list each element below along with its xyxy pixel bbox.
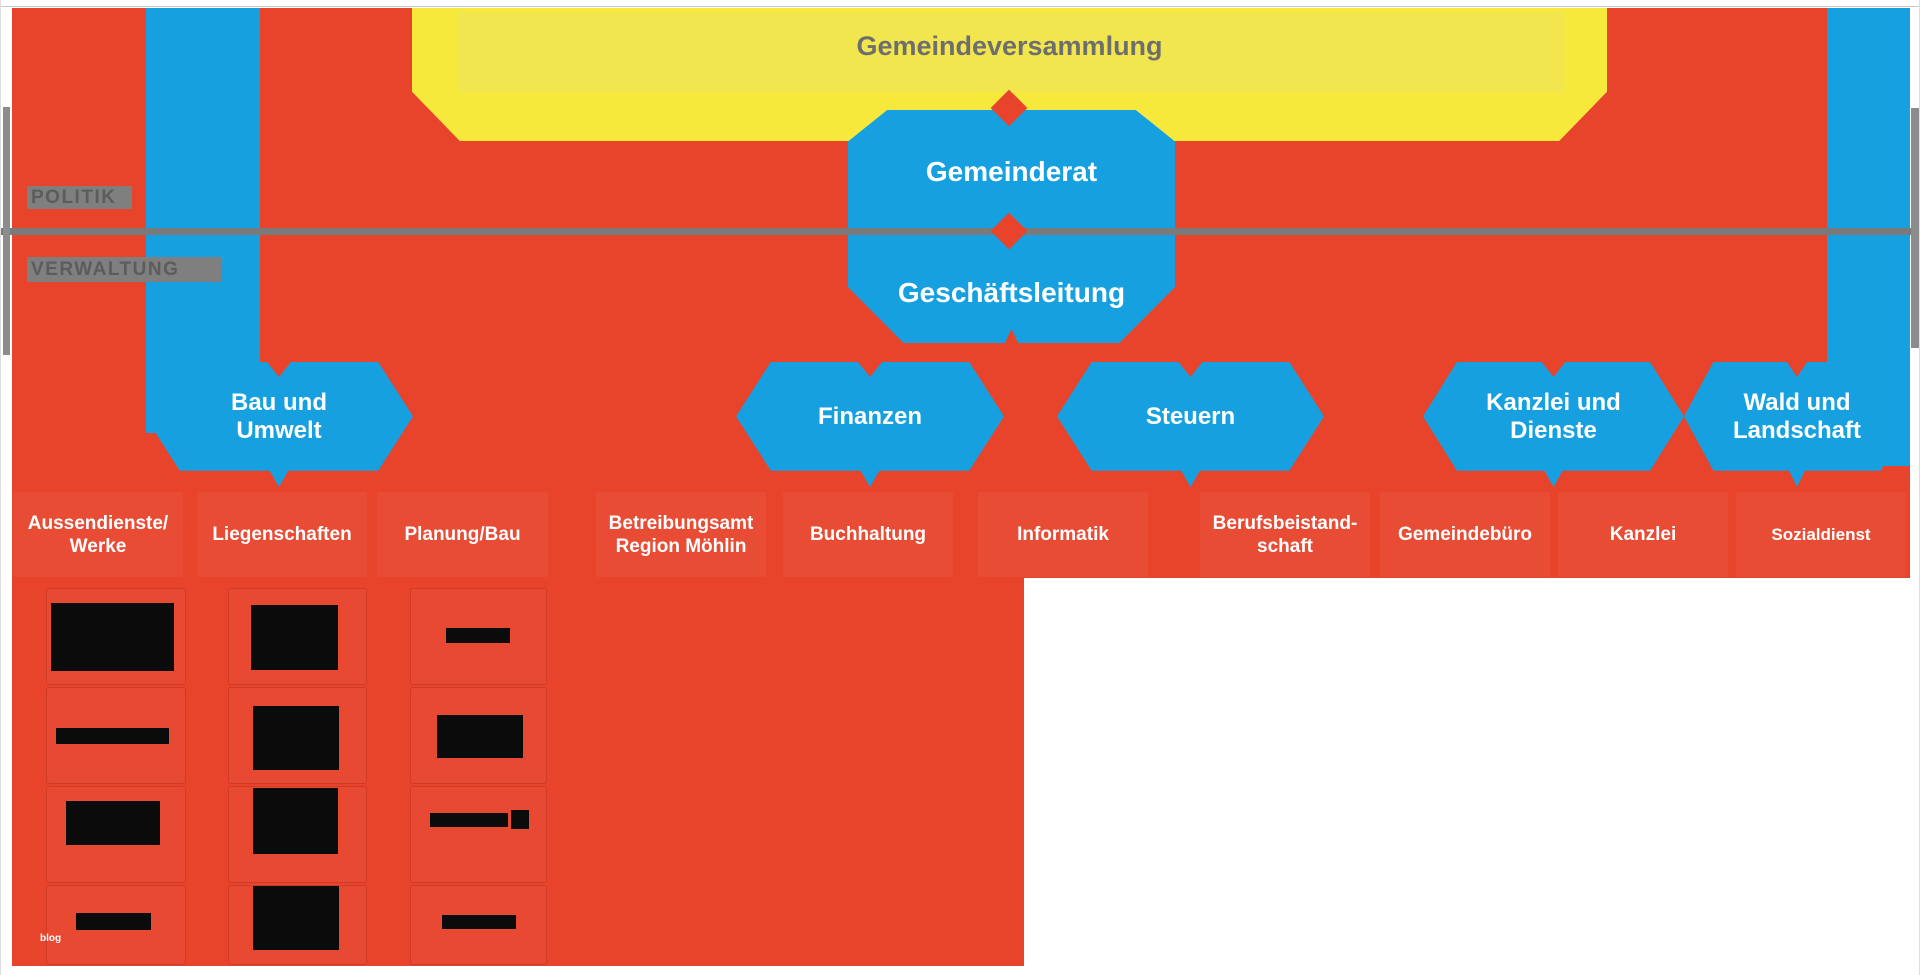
department-label-line: Finanzen [817, 402, 922, 430]
org-card-cell [228, 786, 367, 883]
redacted-entry [253, 886, 339, 950]
org-card-cell [46, 786, 186, 883]
department-label-line: Bau und [231, 388, 327, 416]
unit-label-line: Region Möhlin [615, 535, 747, 557]
org-card-cell [46, 588, 186, 685]
unit-label-line: Werke [69, 535, 127, 557]
zone-divider-line [0, 228, 1920, 235]
frame-left-line [0, 0, 1, 975]
unit-cell-sozialdienst[interactable]: Sozialdienst [1736, 492, 1906, 577]
org-card-cell [410, 687, 547, 784]
redacted-entry [253, 706, 339, 770]
org-card-cell [228, 885, 367, 965]
unit-cell-liegenschaften[interactable]: Liegenschaften [197, 492, 367, 577]
watermark-text: blog [40, 933, 62, 944]
department-label-line: Wald und [1743, 388, 1851, 416]
unit-cell-gemeindebuero[interactable]: Gemeindebüro [1380, 492, 1550, 577]
unit-label-line: Kanzlei [1609, 524, 1677, 545]
department-label-line: Umwelt [236, 416, 322, 444]
department-label-line: Landschaft [1732, 416, 1861, 444]
department-badge-kanzlei-und-dienste[interactable]: Kanzlei und Dienste [1423, 362, 1684, 487]
department-label-line: Dienste [1510, 416, 1597, 444]
department-badge-steuern[interactable]: Steuern [1057, 362, 1324, 487]
unit-label-line: Betreibungsamt [608, 512, 754, 534]
unit-label-line: Informatik [1017, 524, 1109, 545]
redacted-entry [51, 603, 174, 671]
scrollbar-thumb-right[interactable] [1911, 108, 1919, 348]
org-card-cell [228, 687, 367, 784]
unit-label-line: Gemeindebüro [1397, 524, 1533, 545]
redacted-entry [76, 913, 151, 930]
zone-label-verwaltung-text: VERWALTUNG [31, 258, 180, 280]
org-card-cell [46, 687, 186, 784]
redacted-entry [56, 728, 169, 744]
assembly-node-inner [458, 12, 1565, 92]
frame-top-line [0, 6, 1920, 7]
council-label: Gemeinderat [925, 156, 1098, 187]
department-badge-finanzen[interactable]: Finanzen [736, 362, 1004, 487]
org-card-cell [410, 588, 547, 685]
redacted-entry [442, 915, 516, 929]
unit-cell-informatik[interactable]: Informatik [978, 492, 1148, 577]
zone-label-verwaltung: VERWALTUNG [27, 257, 221, 282]
unit-cell-betreibungsamt[interactable]: Betreibungsamt Region Möhlin [596, 492, 766, 577]
org-card-cell [228, 588, 367, 685]
org-card-cell [46, 885, 186, 965]
management-label: Geschäftsleitung [897, 277, 1126, 308]
unit-cell-aussendienste-werke[interactable]: Aussendienste/ Werke [13, 492, 183, 577]
unit-cell-buchhaltung[interactable]: Buchhaltung [783, 492, 953, 577]
org-card-cell [410, 786, 547, 883]
department-badge-wald-und-landschaft[interactable]: Wald und Landschaft [1684, 362, 1910, 487]
unit-cell-berufsbeistandschaft[interactable]: Berufsbeistand- schaft [1200, 492, 1370, 577]
unit-label-line: Sozialdienst [1771, 525, 1871, 544]
unit-label-line: Aussendienste/ [27, 512, 169, 534]
redacted-entry [446, 628, 510, 643]
unit-label-line: Buchhaltung [809, 524, 927, 545]
redacted-entry [511, 810, 529, 829]
department-badge-bau-und-umwelt[interactable]: Bau und Umwelt [145, 362, 413, 487]
redacted-entry [437, 715, 523, 758]
redacted-entry [251, 605, 338, 670]
assembly-label: Gemeindeversammlung [856, 31, 1163, 61]
unit-label-line: Liegenschaften [212, 524, 352, 545]
unit-cell-kanzlei[interactable]: Kanzlei [1558, 492, 1728, 577]
unit-label-line: schaft [1257, 535, 1313, 557]
background-lower [12, 578, 1024, 966]
redacted-entry [253, 788, 338, 854]
unit-cell-planung-bau[interactable]: Planung/Bau [377, 492, 548, 577]
unit-label-line: Berufsbeistand- [1212, 512, 1358, 534]
unit-label-line: Planung/Bau [404, 524, 521, 545]
redacted-entry [430, 813, 508, 827]
scrollbar-thumb-left[interactable] [3, 107, 10, 355]
department-label-line: Kanzlei und [1486, 388, 1621, 416]
zone-label-politik: POLITIK [27, 186, 132, 209]
org-card-cell [410, 885, 547, 965]
zone-label-politik-text: POLITIK [31, 186, 117, 208]
redacted-entry [66, 801, 160, 845]
department-label-line: Steuern [1145, 402, 1236, 430]
